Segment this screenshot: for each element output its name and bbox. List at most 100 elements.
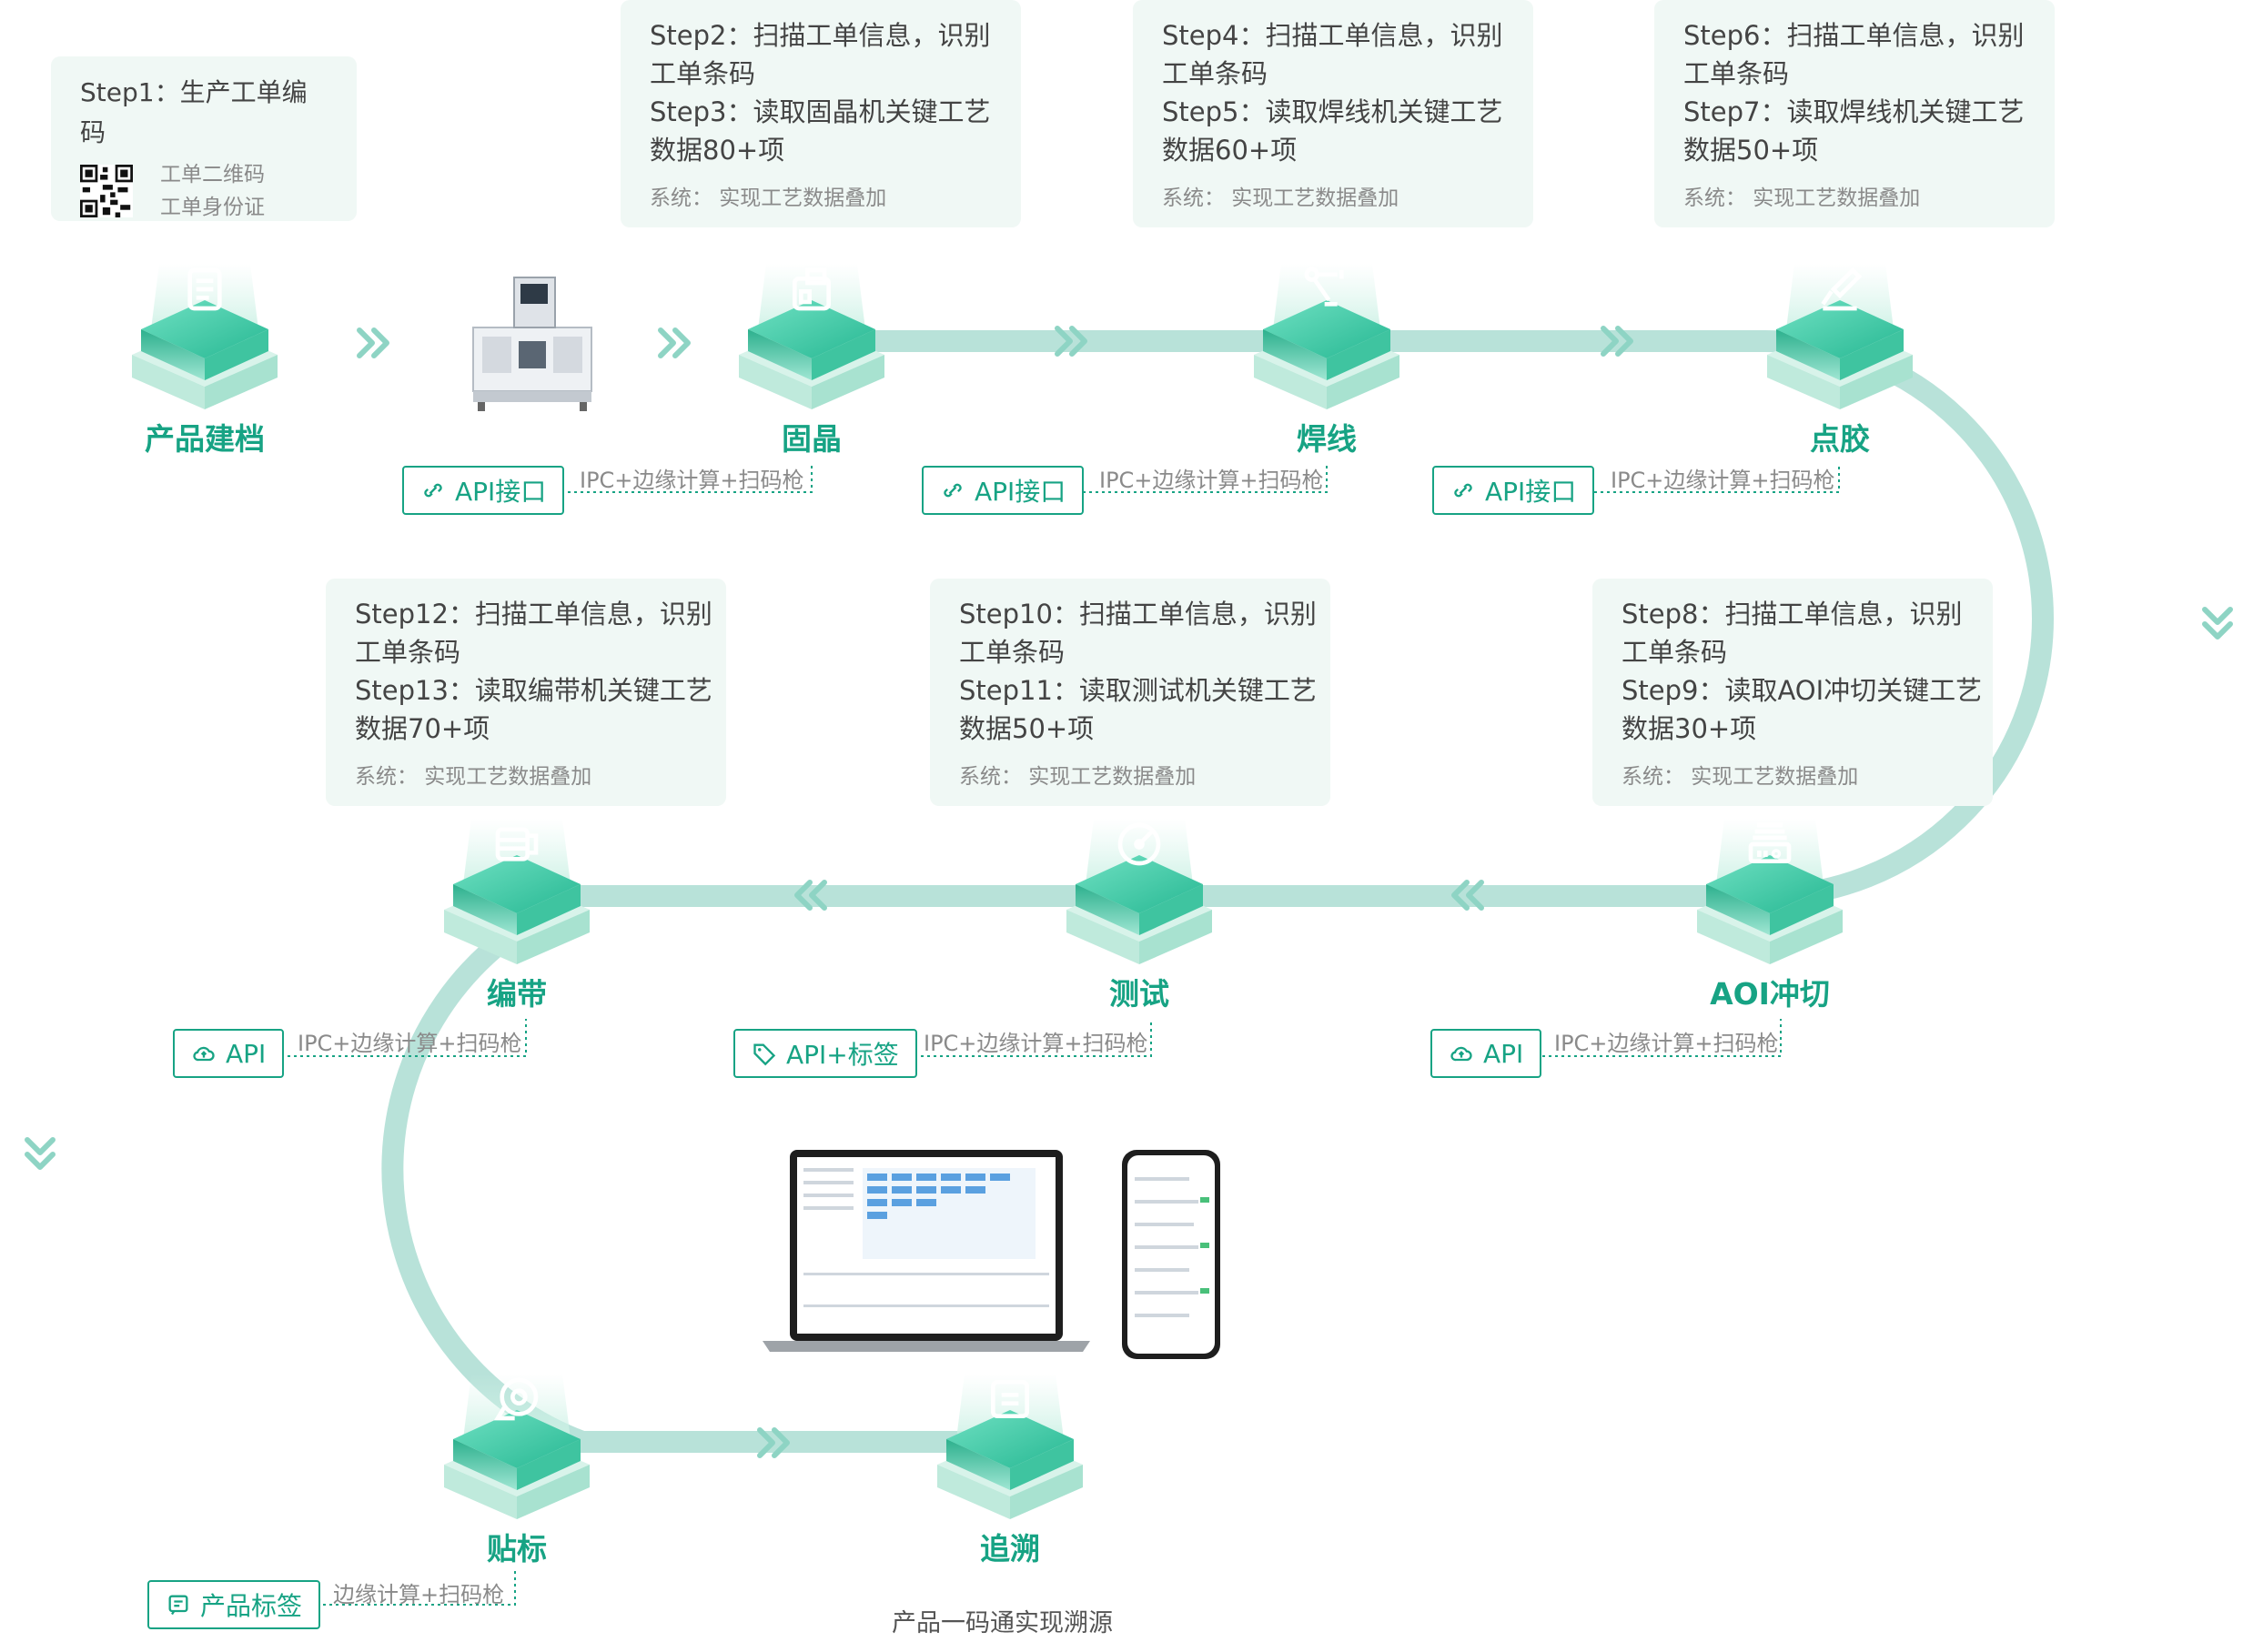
tag-label: API接口 (1485, 477, 1577, 507)
step-line: Step8：扫描工单信息，识别 (1622, 599, 1963, 630)
cube-icon (132, 264, 278, 409)
arrow-right-icon (658, 327, 691, 358)
step-line: Step5：读取焊线机关键工艺 (1162, 96, 1503, 127)
punch-machine-icon (1748, 822, 1792, 863)
node-zhuisu[interactable] (928, 1374, 1092, 1556)
tag-label: 产品标签 (200, 1591, 303, 1621)
cube-icon (937, 1374, 1083, 1519)
step-card-10-11: Step10：扫描工单信息，识别 工单条码 Step11：读取测试机关键工艺 数… (930, 579, 1330, 806)
tag-api-label-ceshi[interactable]: API+标签 (733, 1029, 917, 1078)
system-note: 系统： 实现工艺数据叠加 (1683, 186, 1921, 210)
tag-note: IPC+边缘计算+扫码枪 (1554, 1031, 1779, 1056)
tag-label: API (1483, 1038, 1524, 1069)
document-icon (187, 267, 222, 311)
step-line: 工单条码 (959, 637, 1066, 668)
node-label: 固晶 (782, 421, 842, 457)
dispenser-icon (1821, 267, 1863, 311)
tag-label: API+标签 (786, 1040, 899, 1070)
qr-label: 工单二维码 (160, 163, 265, 186)
step-line: 工单条码 (1622, 637, 1728, 668)
tag-note: 边缘计算+扫码枪 (333, 1582, 505, 1607)
phone-image (1122, 1150, 1220, 1359)
node-biandai[interactable] (435, 819, 599, 1001)
node-aoi[interactable] (1688, 819, 1852, 1001)
list-icon (991, 1380, 1029, 1418)
step-line: 数据30+项 (1622, 713, 1757, 744)
node-tiebiao[interactable] (435, 1374, 599, 1556)
arrow-left-icon (794, 880, 827, 911)
node-dianjiao[interactable] (1758, 264, 1922, 446)
tag-label: API (226, 1038, 267, 1069)
step-line: Step10：扫描工单信息，识别 (959, 599, 1317, 630)
step-line: 工单条码 (1162, 58, 1268, 89)
step-line: 数据50+项 (1683, 135, 1819, 166)
step-line: 数据50+项 (959, 713, 1095, 744)
tag-api-hanxian[interactable]: API接口 (922, 466, 1085, 515)
tag-label: API接口 (455, 477, 547, 507)
tag-api-dianjiao[interactable]: API接口 (1432, 466, 1595, 515)
node-label: 产品建档 (145, 421, 265, 457)
tag-product-label-tiebiao[interactable]: 产品标签 (147, 1580, 321, 1629)
tag-note: IPC+边缘计算+扫码枪 (1611, 468, 1835, 493)
step-card-4-5: Step4：扫描工单信息，识别 工单条码 Step5：读取焊线机关键工艺 数据6… (1133, 0, 1533, 227)
step-line: Step2：扫描工单信息，识别 (650, 20, 991, 51)
node-ceshi[interactable] (1057, 819, 1221, 1001)
tag-api-gujing[interactable]: API接口 (402, 466, 565, 515)
cloud-icon (193, 1046, 215, 1062)
tag-label: API接口 (975, 477, 1066, 507)
cube-icon (1767, 264, 1913, 409)
system-note: 系统： 实现工艺数据叠加 (650, 186, 887, 210)
gauge-icon (1117, 822, 1161, 866)
arrow-left-icon (1451, 880, 1484, 911)
step-line: Step7：读取焊线机关键工艺 (1683, 96, 2025, 127)
arrow-down-icon (25, 1137, 56, 1170)
node-label: AOI冲切 (1710, 976, 1830, 1012)
qr-label: 工单身份证 (160, 196, 265, 219)
step-line: 数据60+项 (1162, 135, 1298, 166)
step-line: 工单条码 (355, 637, 461, 668)
system-note: 系统： 实现工艺数据叠加 (959, 765, 1197, 789)
tag-note: IPC+边缘计算+扫码枪 (298, 1031, 522, 1056)
cube-icon (1066, 819, 1212, 964)
node-gujing[interactable] (730, 264, 894, 446)
system-note: 系统： 实现工艺数据叠加 (1622, 765, 1859, 789)
node-label: 贴标 (487, 1531, 547, 1566)
step-title: Step1：生产工单编码 (80, 77, 308, 147)
cube-icon (444, 1374, 590, 1519)
arrow-right-icon (1601, 326, 1633, 357)
tag-api-biandai[interactable]: API (173, 1029, 285, 1078)
step-line: 工单条码 (650, 58, 756, 89)
qr-code-icon (80, 165, 133, 217)
node-label: 编带 (487, 976, 547, 1012)
link-icon (944, 483, 962, 498)
node-label: 焊线 (1297, 421, 1357, 457)
arrow-right-icon (757, 1427, 790, 1458)
step-line: 数据80+项 (650, 135, 785, 166)
tag-note: IPC+边缘计算+扫码枪 (580, 468, 804, 493)
machine-image (472, 277, 592, 411)
footer-caption: 产品一码通实现溯源 (892, 1609, 1113, 1637)
label-roll-icon (493, 1377, 539, 1421)
node-jiandang[interactable] (123, 264, 287, 446)
node-label: 测试 (1109, 976, 1169, 1012)
step-line: Step11：读取测试机关键工艺 (959, 675, 1317, 706)
step-card-8-9: Step8：扫描工单信息，识别 工单条码 Step9：读取AOI冲切关键工艺 数… (1592, 579, 1993, 806)
step-line: Step13：读取编带机关键工艺 (355, 675, 712, 706)
link-icon (424, 483, 442, 498)
label-icon (168, 1595, 188, 1616)
system-note: 系统： 实现工艺数据叠加 (355, 765, 592, 789)
tag-api-aoi[interactable]: API (1430, 1029, 1542, 1078)
step-line: Step3：读取固晶机关键工艺 (650, 96, 991, 127)
step-line: Step6：扫描工单信息，识别 (1683, 20, 2025, 51)
step-line: 数据70+项 (355, 713, 490, 744)
laptop-image (763, 1150, 1090, 1352)
step-line: Step9：读取AOI冲切关键工艺 (1622, 675, 1983, 706)
node-label: 点胶 (1810, 421, 1870, 457)
step-line: Step12：扫描工单信息，识别 (355, 599, 712, 630)
cube-icon (444, 819, 590, 964)
link-icon (1454, 483, 1472, 498)
node-hanxian[interactable] (1245, 264, 1409, 446)
cube-icon (1697, 819, 1843, 964)
tape-reel-icon (495, 827, 539, 861)
